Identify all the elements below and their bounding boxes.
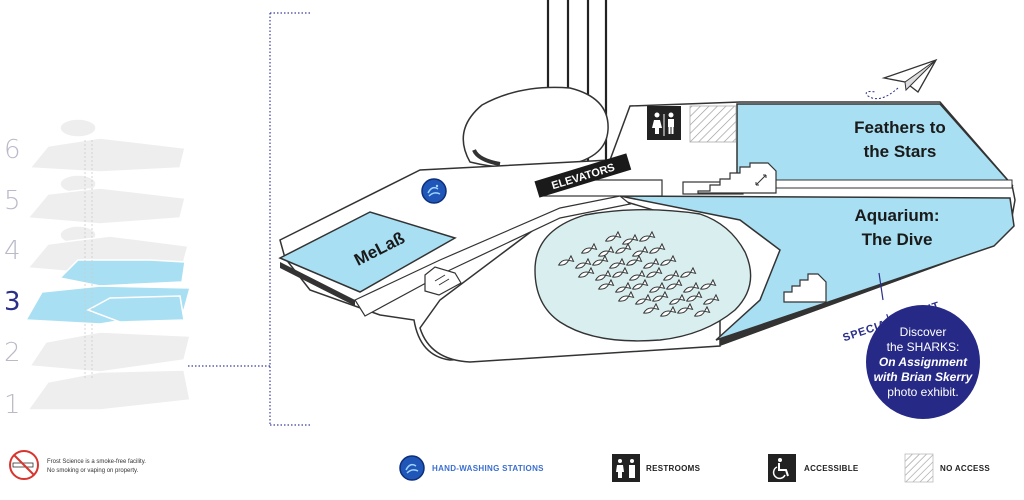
fish-icon [604,230,622,242]
feathers-label-line2: the Stars [864,142,937,161]
restroom-icon [647,106,681,140]
fish-icon [631,245,649,257]
aquarium-label-line1: Aquarium: [855,206,940,225]
rotunda [462,86,609,169]
fish-icon [611,266,629,278]
fish-icon [574,257,592,269]
fish-icon [699,278,717,290]
restroom-legend-icon [612,454,640,482]
fish-icon [682,281,700,293]
fish-icon [631,278,649,290]
smoke-free-notice: Frost Science is a smoke-free facility. … [47,458,207,476]
floor-4-link[interactable]: 4 [4,236,21,266]
promo-line-1: Discover [899,324,947,339]
fish-icon [642,302,660,314]
fish-icon [676,302,694,314]
building-stack-diagram [24,118,191,410]
fish-icon [617,290,635,302]
floor-1-link[interactable]: 1 [4,390,21,420]
hand-washing-legend-label: HAND-WASHING STATIONS [432,464,544,473]
promo-line-3: On Assignment [878,354,968,369]
aquarium-label-line2: The Dive [862,230,933,249]
feathers-to-the-stars-zone[interactable]: Feathers to the Stars [736,103,1014,189]
stack-floor-3[interactable] [24,285,191,325]
promo-line-2: the SHARKS: [886,339,960,354]
floor-2-link[interactable]: 2 [4,338,21,368]
no-access-legend-icon [904,453,934,483]
fish-icon [693,305,711,317]
feathers-label-line1: Feathers to [854,118,946,137]
restrooms-legend-label: RESTROOMS [646,464,701,473]
stairs-icon [697,162,777,194]
smoke-notice-line-1: Frost Science is a smoke-free facility. [47,459,146,465]
fish-icon [580,242,598,254]
fish-icon [651,290,669,302]
aquarium-the-dive-zone[interactable]: Aquarium: The Dive [619,195,1015,341]
fish-icon [591,254,609,266]
fish-icon [659,305,677,317]
fish-icon [594,269,612,281]
fish-icon [648,242,666,254]
floor-3-link[interactable]: 3 [4,287,21,317]
stack-floor-6[interactable] [28,118,186,173]
fish-school [557,230,720,317]
paper-plane-icon [865,58,938,100]
no-access-area [689,105,737,143]
sharks-exhibit-promo[interactable]: Discover the SHARKS: On Assignment with … [866,305,980,419]
fish-icon [702,293,720,305]
no-access-legend-label: NO ACCESS [940,464,990,473]
fish-icon [685,290,703,302]
floor-5-link[interactable]: 5 [4,186,21,216]
fish-icon [662,269,680,281]
fish-icon [621,233,639,245]
fish-icon [642,257,660,269]
legend-icons [9,450,934,483]
accessible-icon [768,454,796,482]
stairs-icon [424,266,462,296]
fish-icon [634,293,652,305]
fish-icon [628,269,646,281]
fish-icon [665,278,683,290]
stack-floor-5[interactable] [26,174,186,225]
floor-6-link[interactable]: 6 [4,135,21,165]
fish-icon [597,278,615,290]
fish-icon [597,245,615,257]
fish-icon [668,293,686,305]
fish-icon [614,281,632,293]
stairs-icon [783,273,827,303]
smoke-notice-line-2: No smoking or vaping on property. [47,468,139,474]
promo-line-5: photo exhibit. [887,384,959,399]
no-smoking-icon [9,450,39,480]
fish-icon [638,230,656,242]
stack-floor-1[interactable] [27,369,191,410]
fish-icon [557,254,575,266]
hand-washing-icon [421,178,447,204]
accessible-legend-label: ACCESSIBLE [804,464,859,473]
floor-connector-lines [188,12,310,426]
melab-room[interactable]: MeLaß [278,211,457,293]
fish-icon [625,254,643,266]
fish-icon [648,281,666,293]
promo-line-4: with Brian Skerry [873,369,973,384]
fish-icon [645,266,663,278]
fish-icon [614,242,632,254]
fish-icon [659,254,677,266]
fish-icon [577,266,595,278]
hand-washing-legend-icon [399,455,425,481]
fish-icon [679,266,697,278]
fish-icon [608,257,626,269]
